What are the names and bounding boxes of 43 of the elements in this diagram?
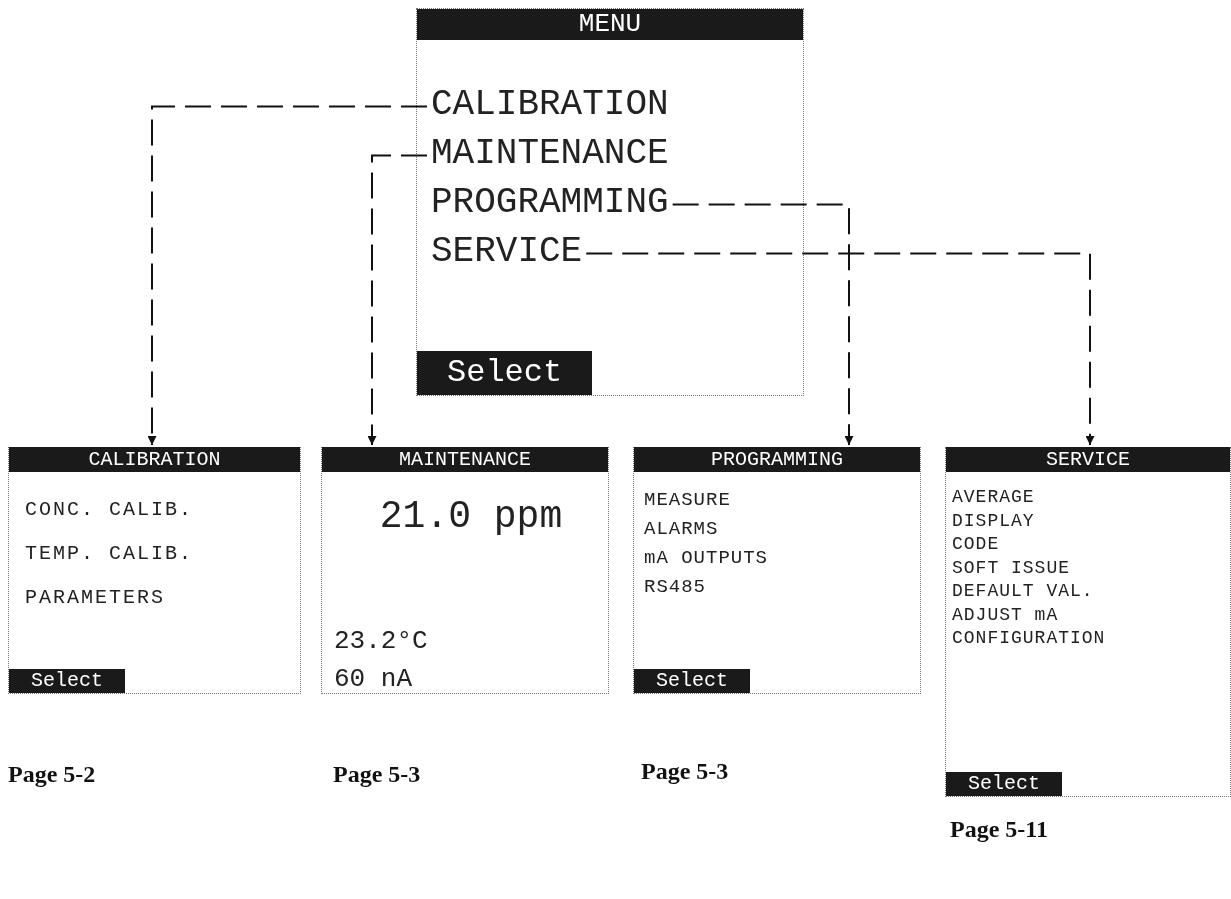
display-screen [416,8,804,396]
menu-item: CALIBRATION [431,80,669,129]
menu-option: RS485 [644,573,706,602]
screen-title-bar: SERVICE [946,447,1230,472]
page-reference: Page 5-2 [8,761,96,788]
display-screen [8,447,301,694]
menu-item: PROGRAMMING [431,178,669,227]
concentration-reading: 21.0 ppm [379,494,563,540]
dashed-arrow [671,203,854,446]
menu-option: CONFIGURATION [952,627,1106,651]
dashed-arrow [367,154,428,446]
page-reference: Page 5-3 [641,758,729,785]
display-screen [633,447,921,694]
select-softkey: Select [9,669,125,693]
menu-option: MEASURE [644,486,731,515]
screen-title-bar: PROGRAMMING [634,447,920,472]
menu-option: AVERAGE [952,486,1035,510]
menu-option: mA OUTPUTS [644,544,769,573]
select-softkey: Select [634,669,750,693]
menu-option: CODE [952,533,1000,557]
select-softkey: Select [417,351,593,395]
menu-option: CONC. CALIB. [25,488,194,532]
measurement-reading: 23.2°C [334,625,428,658]
page-reference: Page 5-11 [950,816,1048,843]
page-reference: Page 5-3 [333,761,421,788]
screen-title-bar: MENU [417,9,803,40]
menu-option: DISPLAY [952,509,1035,533]
menu-item: MAINTENANCE [431,129,669,178]
dashed-arrow [585,252,1095,446]
display-screen [321,447,609,694]
menu-option: SOFT ISSUE [952,556,1071,580]
screen-title-bar: CALIBRATION [9,447,300,472]
display-screen [945,447,1231,797]
menu-option: ADJUST mA [952,603,1059,627]
dashed-arrow [147,105,428,446]
menu-option: PARAMETERS [25,576,166,620]
menu-item: SERVICE [431,227,583,276]
menu-option: ALARMS [644,515,719,544]
menu-option: TEMP. CALIB. [25,532,194,576]
measurement-reading: 60 nA [334,663,412,696]
screen-title-bar: MAINTENANCE [322,447,608,472]
menu-option: DEFAULT VAL. [952,580,1094,604]
select-softkey: Select [946,772,1062,796]
